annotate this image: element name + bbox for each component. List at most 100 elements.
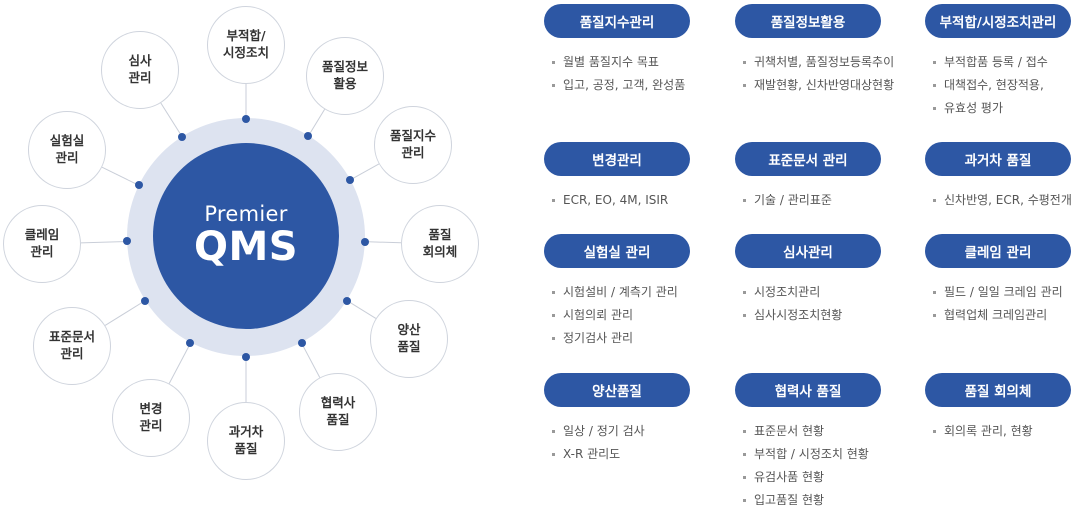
bullet-icon: [743, 430, 746, 433]
card-nonconformity: 부적합/시정조치관리 부적합품 등록 / 접수 대책접수, 현장적용, 유효성 …: [925, 4, 1085, 120]
card-mass-production: 양산품질 일상 / 정기 검사 X-R 관리도: [544, 373, 704, 466]
card-title[interactable]: 클레임 관리: [925, 234, 1071, 268]
bullet-icon: [743, 476, 746, 479]
card-title[interactable]: 양산품질: [544, 373, 690, 407]
node-quality-info[interactable]: 품질정보 활용: [306, 37, 384, 115]
list-item: 협력업체 크레임관리: [933, 304, 1085, 327]
bullet-icon: [933, 61, 936, 64]
bullet-icon: [743, 499, 746, 502]
connector-dot: [297, 339, 306, 348]
card-title[interactable]: 변경관리: [544, 142, 690, 176]
card-title[interactable]: 표준문서 관리: [735, 142, 881, 176]
list-item: 필드 / 일일 크레임 관리: [933, 281, 1085, 304]
list-item: 정기검사 관리: [552, 327, 704, 350]
card-standard-docs: 표준문서 관리 기술 / 관리표준: [735, 142, 895, 212]
node-mass-production[interactable]: 양산 품질: [370, 300, 448, 378]
card-past-vehicle: 과거차 품질 신차반영, ECR, 수평전개: [925, 142, 1085, 212]
node-claim[interactable]: 클레임 관리: [3, 205, 81, 283]
bullet-icon: [552, 453, 555, 456]
connector-dot: [186, 339, 195, 348]
card-title[interactable]: 실험실 관리: [544, 234, 690, 268]
connector-line: [307, 109, 326, 137]
bullet-icon: [552, 84, 555, 87]
connector-dot: [178, 133, 187, 142]
list-item: 입고품질 현황: [743, 489, 895, 507]
node-change-management[interactable]: 변경 관리: [112, 379, 190, 457]
card-title[interactable]: 품질지수관리: [544, 4, 690, 38]
connector-line: [349, 163, 380, 181]
center-title-line1: Premier: [204, 202, 288, 226]
bullet-icon: [933, 107, 936, 110]
node-audit[interactable]: 심사 관리: [101, 31, 179, 109]
connector-dot: [304, 132, 313, 141]
list-item: 일상 / 정기 검사: [552, 420, 704, 443]
list-item: 재발현황, 신차반영대상현황: [743, 74, 895, 97]
card-quality-index: 품질지수관리 월별 품질지수 목표 입고, 공정, 고객, 완성품: [544, 4, 704, 97]
card-supplier-quality: 협력사 품질 표준문서 현황 부적합 / 시정조치 현황 유검사품 현황 입고품…: [735, 373, 895, 507]
node-standard-docs[interactable]: 표준문서 관리: [33, 307, 111, 385]
bullet-icon: [743, 291, 746, 294]
list-item: 시험의뢰 관리: [552, 304, 704, 327]
card-laboratory: 실험실 관리 시험설비 / 계측기 관리 시험의뢰 관리 정기검사 관리: [544, 234, 704, 350]
card-title[interactable]: 품질 회의체: [925, 373, 1071, 407]
connector-line: [80, 240, 128, 244]
connector-dot: [135, 181, 144, 190]
connector-dot: [360, 237, 369, 246]
list-item: 부적합품 등록 / 접수: [933, 51, 1085, 74]
bullet-icon: [552, 61, 555, 64]
node-quality-meeting[interactable]: 품질 회의체: [401, 205, 479, 283]
card-quality-info: 품질정보활용 귀책처별, 품질정보등록추이 재발현황, 신차반영대상현황: [735, 4, 895, 97]
node-past-vehicle[interactable]: 과거차 품질: [207, 402, 285, 480]
list-item: 유효성 평가: [933, 97, 1085, 120]
card-quality-meeting: 품질 회의체 회의록 관리, 현황: [925, 373, 1085, 443]
list-item: 입고, 공정, 고객, 완성품: [552, 74, 704, 97]
list-item: 시정조치관리: [743, 281, 895, 304]
list-item: 기술 / 관리표준: [743, 189, 895, 212]
bullet-icon: [552, 337, 555, 340]
card-title[interactable]: 협력사 품질: [735, 373, 881, 407]
node-supplier-quality[interactable]: 협력사 품질: [299, 373, 377, 451]
connector-lines: [80, 84, 402, 402]
bullet-icon: [933, 314, 936, 317]
connector-dot: [345, 176, 354, 185]
card-change-management: 변경관리 ECR, EO, 4M, ISIR: [544, 142, 704, 212]
connector-dot: [242, 353, 250, 361]
list-item: 유검사품 현황: [743, 466, 895, 489]
connector-line: [101, 166, 140, 186]
connector-line: [160, 102, 183, 138]
connector-dot: [123, 237, 132, 246]
card-title[interactable]: 부적합/시정조치관리: [925, 4, 1071, 38]
connector-line: [168, 343, 191, 384]
list-item: 표준문서 현황: [743, 420, 895, 443]
card-title[interactable]: 심사관리: [735, 234, 881, 268]
bullet-icon: [933, 291, 936, 294]
list-item: 월별 품질지수 목표: [552, 51, 704, 74]
card-claim: 클레임 관리 필드 / 일일 크레임 관리 협력업체 크레임관리: [925, 234, 1085, 327]
bullet-icon: [552, 199, 555, 202]
bullet-icon: [552, 430, 555, 433]
bullet-icon: [743, 61, 746, 64]
node-quality-index[interactable]: 품질지수 관리: [374, 106, 452, 184]
list-item: 부적합 / 시정조치 현황: [743, 443, 895, 466]
bullet-icon: [743, 314, 746, 317]
card-title[interactable]: 품질정보활용: [735, 4, 881, 38]
list-item: X-R 관리도: [552, 443, 704, 466]
connector-line: [346, 300, 377, 319]
node-nonconformity[interactable]: 부적합/ 시정조치: [207, 6, 285, 84]
connector-dot: [140, 296, 149, 305]
list-item: 귀책처별, 품질정보등록추이: [743, 51, 895, 74]
list-item: 심사시정조치현황: [743, 304, 895, 327]
list-item: 회의록 관리, 현황: [933, 420, 1085, 443]
card-title[interactable]: 과거차 품질: [925, 142, 1071, 176]
bullet-icon: [743, 453, 746, 456]
bullet-icon: [933, 84, 936, 87]
bullet-icon: [552, 291, 555, 294]
connector-dot: [343, 296, 352, 305]
bullet-icon: [933, 430, 936, 433]
connector-line: [364, 241, 402, 244]
bullet-icon: [552, 314, 555, 317]
center-title-line2: QMS: [193, 224, 299, 270]
connector-dot: [242, 115, 250, 123]
node-laboratory[interactable]: 실험실 관리: [28, 111, 106, 189]
